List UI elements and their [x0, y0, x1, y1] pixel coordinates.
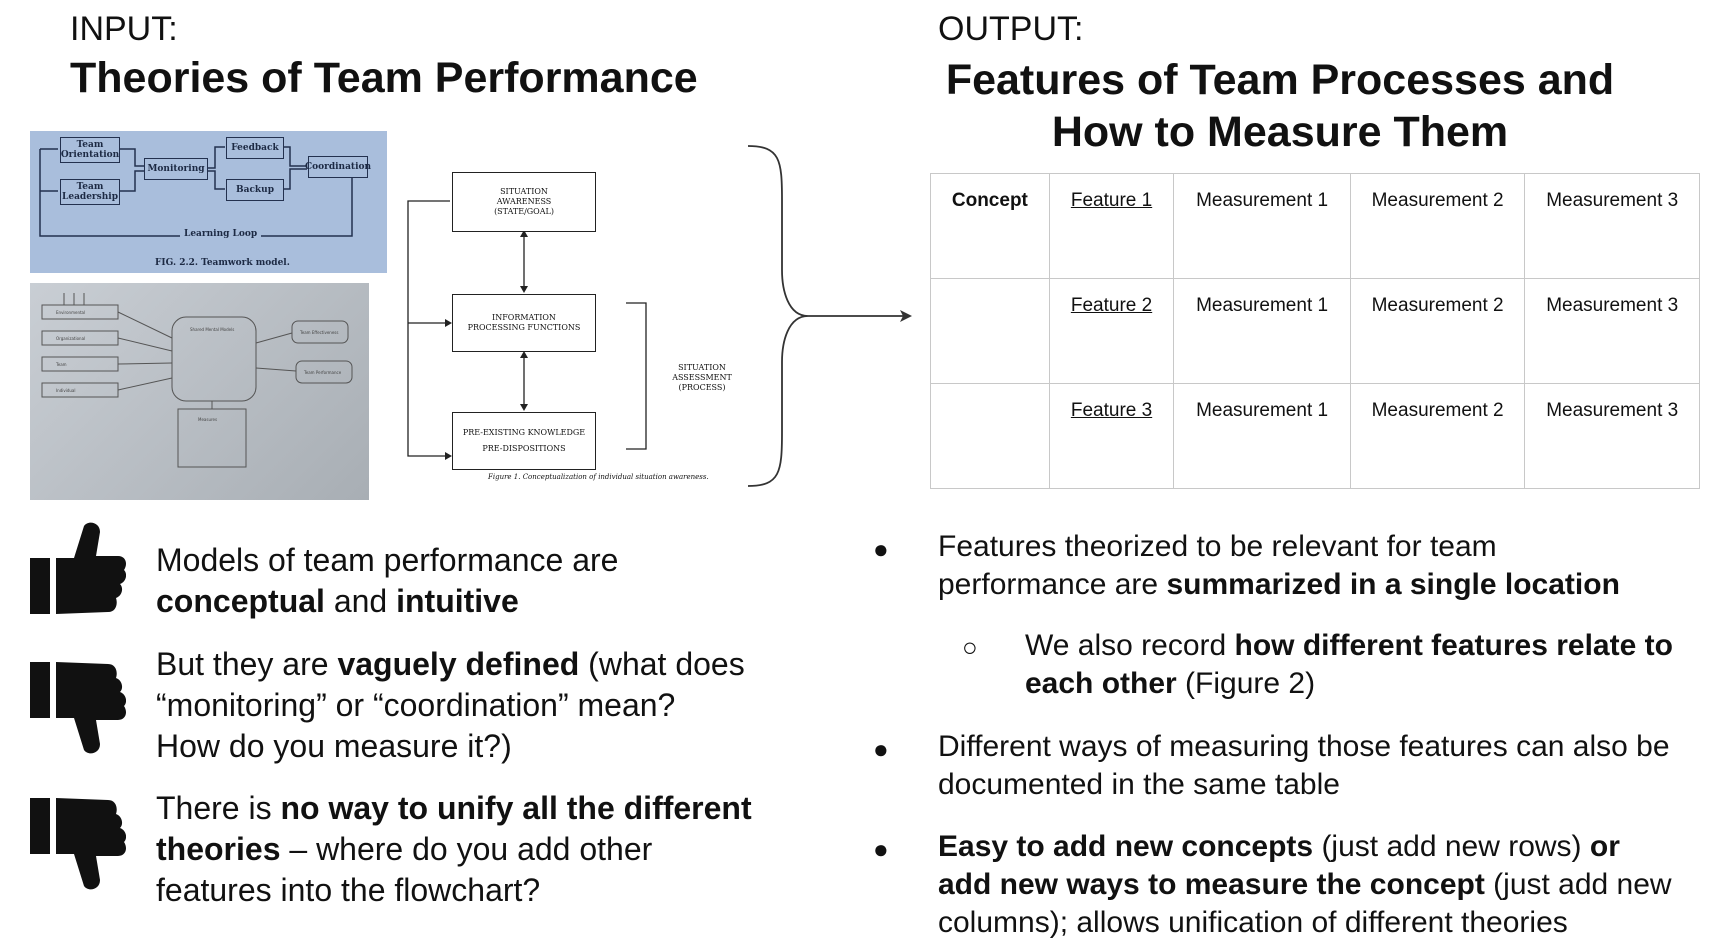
situation-awareness-box: SITUATION AWARENESS (STATE/GOAL)	[452, 172, 596, 232]
right-bullet-4-part-2: or add new ways to measure the concept	[938, 830, 1620, 901]
bullet-marker: ●	[873, 534, 889, 564]
svg-text:Individual: Individual	[56, 388, 75, 393]
measurement-cell: Measurement 2	[1349, 278, 1526, 384]
right-bullet-2-part-1: how different features relate to each ot…	[1025, 629, 1673, 700]
measurement-cell: Measurement 1	[1173, 173, 1351, 279]
feedback-box: Feedback	[226, 137, 284, 159]
feature-cell: Feature 2	[1048, 278, 1175, 384]
sub-bullet-marker: ○	[962, 632, 978, 662]
left-point-3-part-0: There is	[156, 790, 281, 826]
situation-assessment-label: SITUATION ASSESSMENT (PROCESS)	[652, 363, 752, 393]
output-label: OUTPUT:	[938, 10, 1084, 48]
left-point-2-part-1: vaguely defined	[337, 646, 580, 682]
team-orientation-box: Team Orientation	[60, 137, 120, 163]
right-bullet-2: We also record how different features re…	[1025, 627, 1675, 703]
input-label: INPUT:	[70, 10, 178, 48]
measurement-cell: Measurement 3	[1524, 383, 1700, 489]
team-leadership-box: Team Leadership	[60, 179, 120, 205]
coordination-box: Coordination	[305, 156, 371, 178]
left-point-3-part-1: no way to unify all the different theori…	[156, 790, 752, 867]
left-title: Theories of Team Performance	[70, 54, 698, 102]
svg-text:Team Effectiveness: Team Effectiveness	[299, 330, 338, 335]
shared-mental-model-drawing: Environmental Organizational Team Indivi…	[41, 293, 353, 468]
left-point-2-part-0: But they are	[156, 646, 338, 682]
measurement-cell: Measurement 3	[1524, 173, 1700, 279]
right-bullet-4: Easy to add new concepts (just add new r…	[938, 828, 1678, 942]
right-bullet-2-part-0: We also record	[1025, 629, 1235, 662]
bullet-marker: ●	[873, 834, 889, 864]
left-point-1-part-1: conceptual	[156, 583, 325, 619]
measurement-cell: Measurement 3	[1524, 278, 1700, 384]
right-bullet-3-part-0: Different ways of measuring those featur…	[938, 730, 1670, 801]
right-bullet-4-part-1: (just add new rows)	[1313, 830, 1590, 863]
right-bullet-2-part-2: (Figure 2)	[1176, 667, 1316, 700]
table-row: Feature 2 Measurement 1 Measurement 2 Me…	[930, 278, 1700, 384]
sa-top-line-2: (STATE/GOAL)	[494, 207, 554, 216]
brace-arrow	[747, 145, 912, 487]
measurement-cell: Measurement 2	[1349, 173, 1526, 279]
right-bullet-3: Different ways of measuring those featur…	[938, 728, 1678, 804]
feature-cell: Feature 3	[1048, 383, 1175, 489]
table-row: Feature 3 Measurement 1 Measurement 2 Me…	[930, 383, 1700, 489]
thumbs-down-icon	[30, 662, 126, 754]
monitoring-box: Monitoring	[144, 158, 208, 180]
measurement-cell: Measurement 2	[1349, 383, 1526, 489]
concept-cell	[930, 278, 1050, 384]
shared-mental-model-figure: Environmental Organizational Team Indivi…	[30, 283, 369, 500]
feature-cell: Feature 1	[1048, 173, 1175, 279]
thumbs-down-icon-2	[30, 798, 126, 890]
right-title: Features of Team Processes and How to Me…	[920, 54, 1640, 158]
svg-text:Environmental: Environmental	[56, 310, 85, 315]
sa-side-line-1: SITUATION ASSESSMENT	[672, 363, 732, 382]
concept-cell: Concept	[930, 173, 1050, 279]
information-processing-box: INFORMATION PROCESSING FUNCTIONS	[452, 294, 596, 352]
feature-label: Feature 2	[1070, 295, 1153, 316]
right-bullet-1: Features theorized to be relevant for te…	[938, 528, 1658, 604]
situation-awareness-caption: Figure 1. Conceptualization of individua…	[488, 473, 709, 481]
situation-awareness-figure: SITUATION AWARENESS (STATE/GOAL) INFORMA…	[404, 161, 752, 486]
right-bullet-4-part-0: Easy to add new concepts	[938, 830, 1314, 863]
svg-text:Organizational: Organizational	[56, 336, 85, 341]
left-point-3-part-2: – where do you add other features into t…	[156, 831, 653, 908]
sa-middle-line-1: INFORMATION PROCESSING FUNCTIONS	[467, 313, 581, 332]
measurement-cell: Measurement 1	[1173, 278, 1351, 384]
sa-bottom-line-1: PRE-EXISTING KNOWLEDGE	[462, 428, 586, 437]
pre-existing-knowledge-box: PRE-EXISTING KNOWLEDGE PRE-DISPOSITIONS	[452, 412, 596, 470]
right-title-line-2: How to Measure Them	[1051, 108, 1509, 156]
right-bullet-1-part-1: summarized in a single location	[1166, 568, 1620, 601]
feature-label: Feature 3	[1070, 400, 1153, 421]
table-row: Concept Feature 1 Measurement 1 Measurem…	[930, 173, 1700, 279]
svg-text:Shared Mental Models: Shared Mental Models	[190, 327, 234, 332]
right-title-line-1: Features of Team Processes and	[945, 56, 1615, 104]
right-bullet-1-part-0: Features theorized to be relevant for te…	[938, 530, 1497, 601]
left-point-1: Models of team performance are conceptua…	[156, 540, 716, 622]
thumbs-up-icon	[30, 522, 126, 614]
feature-label: Feature 1	[1070, 190, 1153, 211]
svg-text:Measures: Measures	[198, 417, 217, 422]
teamwork-caption: FIG. 2.2. Teamwork model.	[155, 258, 290, 268]
sa-top-line-1: SITUATION AWARENESS	[496, 187, 552, 206]
measurement-cell: Measurement 1	[1173, 383, 1351, 489]
left-point-1-part-2: and	[324, 583, 397, 619]
arrow-head-icon	[900, 310, 912, 322]
learning-loop-label: Learning Loop	[180, 229, 262, 239]
left-point-1-part-3: intuitive	[396, 583, 519, 619]
features-table: Concept Feature 1 Measurement 1 Measurem…	[930, 173, 1700, 489]
svg-text:Team Performance: Team Performance	[303, 370, 342, 375]
svg-text:Team: Team	[55, 362, 67, 367]
left-point-3: There is no way to unify all the differe…	[156, 788, 766, 911]
sa-bottom-line-2: PRE-DISPOSITIONS	[482, 444, 566, 453]
bullet-marker: ●	[873, 734, 889, 764]
left-point-2-part-2: (what does “monitoring” or “coordination…	[156, 646, 745, 764]
concept-cell	[930, 383, 1050, 489]
sa-side-line-2: (PROCESS)	[678, 383, 726, 392]
backup-box: Backup	[226, 179, 284, 201]
situation-awareness-connectors	[407, 200, 647, 460]
left-point-2: But they are vaguely defined (what does …	[156, 644, 746, 767]
teamwork-model-figure: Team Orientation Team Leadership Monitor…	[30, 131, 387, 273]
left-point-1-part-0: Models of team performance are	[156, 542, 619, 578]
right-bullet-4-part-3: (just add new columns); allows unificati…	[938, 868, 1672, 939]
